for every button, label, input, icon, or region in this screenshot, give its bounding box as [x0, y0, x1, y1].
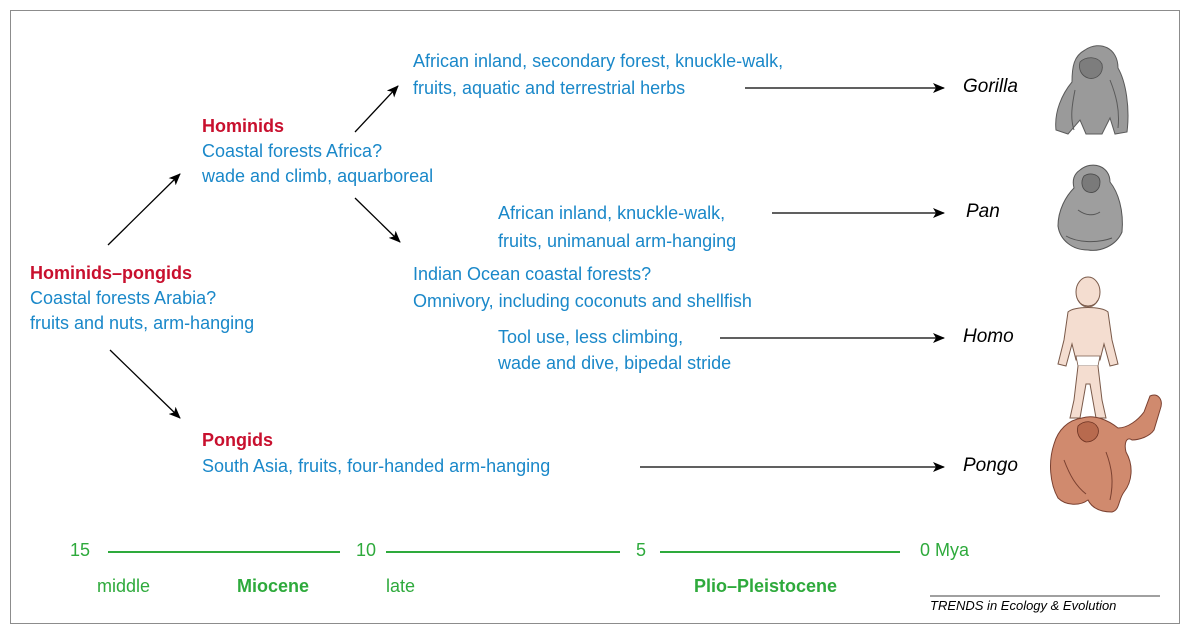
human-illustration [1057, 276, 1119, 419]
species-pan: Pan [966, 201, 1000, 222]
arrow-to-gorilla-branch [354, 85, 399, 133]
gorilla-branch-line1: African inland, secondary forest, knuckl… [413, 51, 784, 71]
arrow-to-inland-branch [354, 197, 401, 243]
hominids-habitat: Coastal forests Africa? [202, 141, 383, 161]
epoch-label-miocene: Miocene [237, 576, 310, 596]
species-gorilla: Gorilla [963, 76, 1018, 97]
timeline-tick-0: 0 Mya [920, 540, 970, 560]
pan-branch-line1: African inland, knuckle-walk, [498, 203, 726, 223]
hominids-pongids-title: Hominids–pongids [30, 263, 192, 283]
chimpanzee-illustration [1057, 164, 1123, 251]
gorilla-illustration [1055, 45, 1129, 135]
hominids-title: Hominids [202, 116, 285, 136]
gorilla-branch-line2: fruits, aquatic and terrestrial herbs [413, 78, 686, 98]
timeline-tick-5: 5 [636, 540, 647, 560]
epoch-label-late: late [386, 576, 416, 596]
orangutan-illustration [1050, 394, 1162, 513]
pongids-description: South Asia, fruits, four-handed arm-hang… [202, 456, 551, 476]
arrow-to-hominids [107, 173, 181, 246]
species-pongo: Pongo [963, 455, 1018, 476]
hominids-behavior: wade and climb, aquarboreal [202, 166, 434, 186]
indian-ocean-line1: Indian Ocean coastal forests? [413, 264, 652, 284]
epoch-label-middle: middle [97, 576, 151, 596]
homo-branch-line2: wade and dive, bipedal stride [498, 353, 732, 373]
figure-frame [10, 10, 1180, 624]
pan-branch-line2: fruits, unimanual arm-hanging [498, 231, 737, 251]
homo-branch-line1: Tool use, less climbing, [498, 327, 684, 347]
indian-ocean-line2: Omnivory, including coconuts and shellfi… [413, 291, 752, 311]
species-homo: Homo [963, 326, 1014, 347]
journal-credit: TRENDS in Ecology & Evolution [930, 598, 1117, 613]
timeline-tick-10: 10 [356, 540, 377, 560]
hominids-pongids-diet: fruits and nuts, arm-hanging [30, 313, 255, 333]
pongids-title: Pongids [202, 430, 273, 450]
epoch-label-plio-pleistocene: Plio–Pleistocene [694, 576, 838, 596]
hominids-pongids-habitat: Coastal forests Arabia? [30, 288, 217, 308]
arrow-to-pongids [109, 349, 181, 419]
timeline-tick-15: 15 [70, 540, 91, 560]
